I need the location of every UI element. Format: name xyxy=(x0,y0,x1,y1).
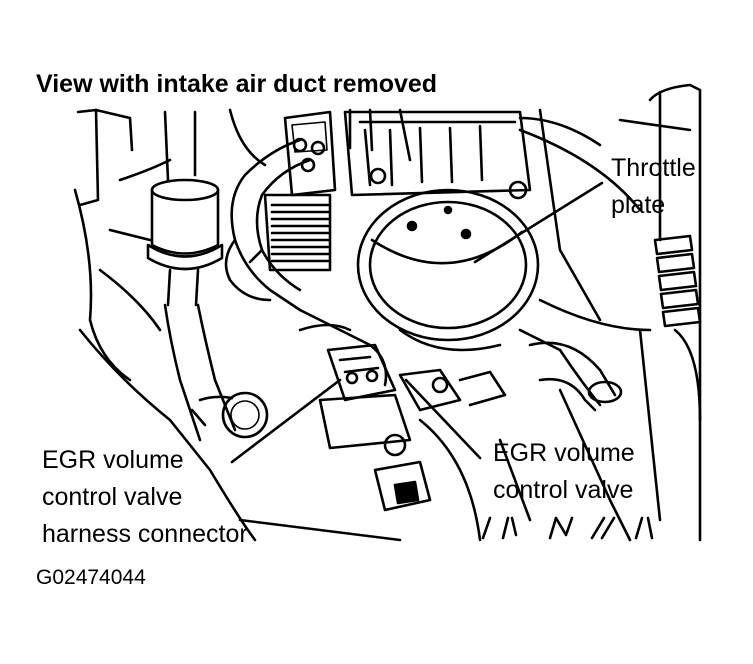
callout-egr-harness-connector: EGR volume control valve harness connect… xyxy=(42,442,248,553)
hose-clamp-left xyxy=(190,391,269,439)
hatch-marks xyxy=(481,516,654,540)
sensor-connector-top xyxy=(263,110,337,272)
callout-throttle-plate: Throttle plate xyxy=(611,150,696,224)
canister xyxy=(146,178,237,442)
throttle-body xyxy=(343,110,562,352)
egr-volume-control-valve xyxy=(318,343,507,512)
figure-code: G02474044 xyxy=(36,566,146,589)
callout-egr-valve: EGR volume control valve xyxy=(493,435,635,509)
callout-line: EGR volume xyxy=(493,439,635,467)
hose-clamp-right xyxy=(528,341,623,412)
callout-leader-lines xyxy=(230,181,604,464)
vacuum-hoses xyxy=(224,138,388,387)
callout-line: plate xyxy=(611,191,666,219)
engine-background-lines xyxy=(73,83,702,542)
callout-line: Throttle xyxy=(611,154,696,182)
callout-line: EGR volume xyxy=(42,446,184,474)
figure-title: View with intake air duct removed xyxy=(36,70,438,98)
callout-line: harness connector xyxy=(42,520,248,548)
callout-line: control valve xyxy=(42,483,183,511)
right-side-brackets xyxy=(653,234,702,328)
callout-line: control valve xyxy=(493,476,634,504)
